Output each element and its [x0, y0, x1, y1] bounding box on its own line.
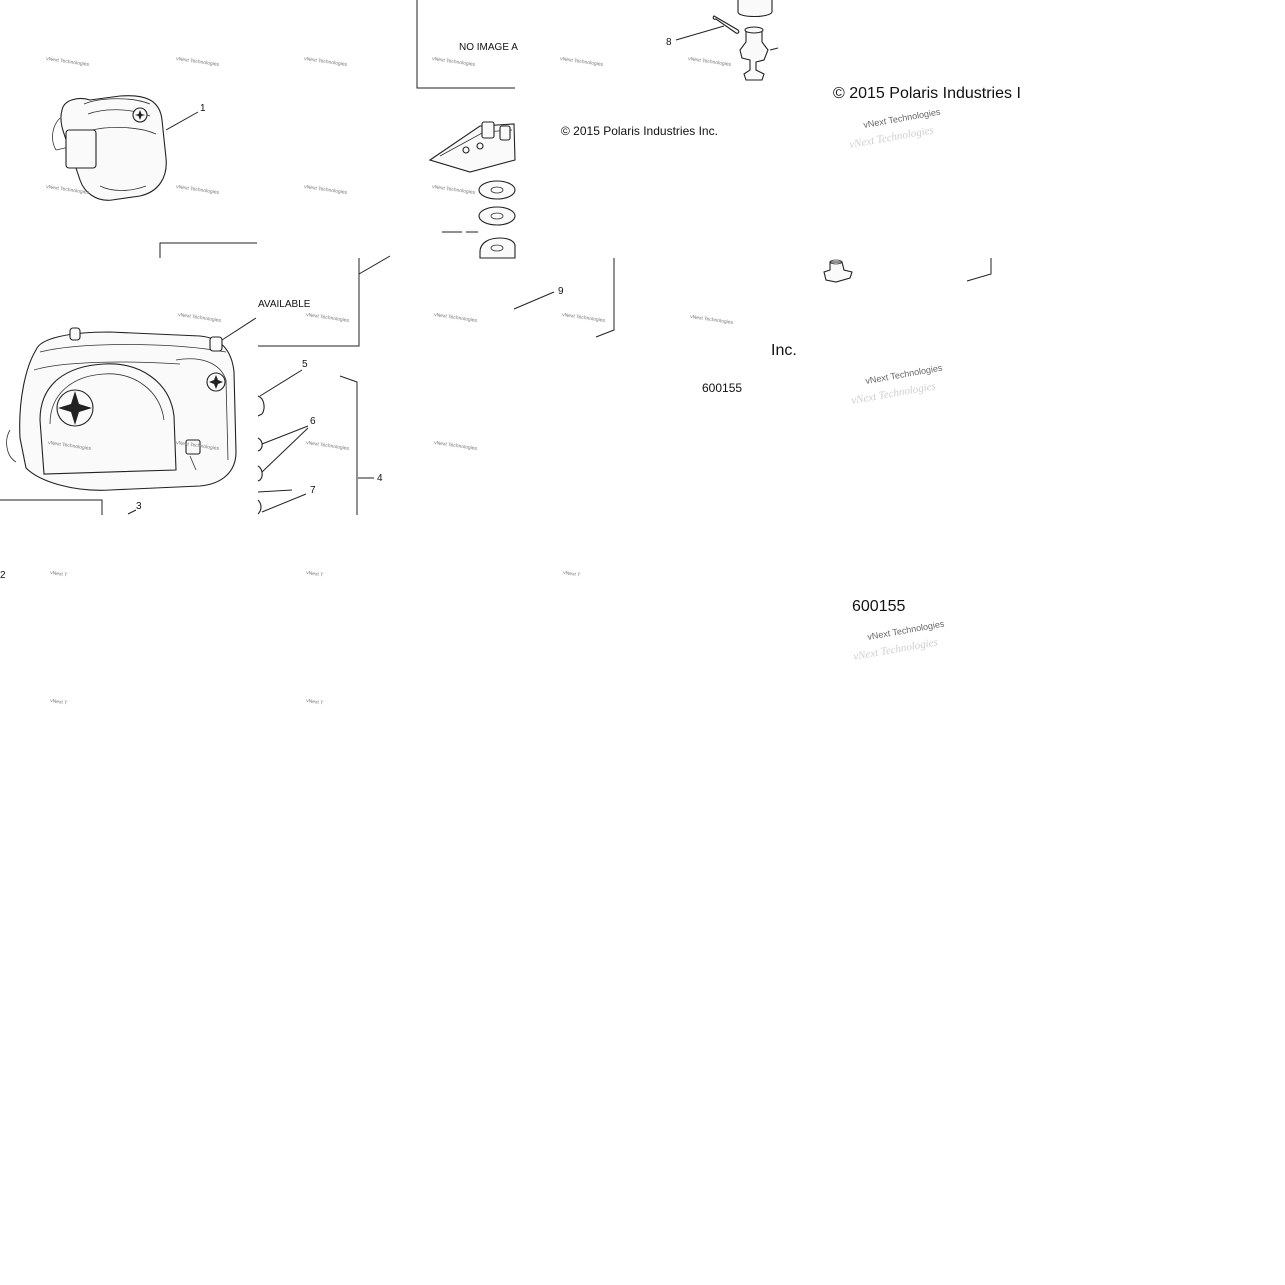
callout-8: 8 — [666, 37, 672, 48]
watermark: vNext Technologies — [304, 184, 348, 196]
watermark: vNext Technologies — [176, 184, 220, 196]
callout-7: 7 — [310, 485, 316, 496]
callout-numbers: 1 2 3 4 5 6 7 8 9 — [0, 37, 672, 581]
watermark: vNext Technologies — [432, 56, 476, 68]
copyright-main: © 2015 Polaris Industries Inc. — [561, 124, 718, 138]
copyright-partial-large: © 2015 Polaris Industries I — [833, 85, 1021, 102]
callout-2: 2 — [0, 570, 6, 581]
watermark-large-ghost: vNext Technologies — [852, 636, 938, 663]
diagram-number-large: 600155 — [852, 598, 905, 615]
watermark: vNext Technologies — [434, 440, 478, 452]
watermark: vNext Technologies — [688, 56, 732, 68]
watermark: vNext Technologies — [432, 184, 476, 196]
watermark-short: vNext T — [50, 698, 68, 706]
watermarks-large: vNext Technologies vNext Technologies vN… — [848, 107, 945, 663]
callout-6: 6 — [310, 416, 316, 427]
watermark-large-ghost: vNext Technologies — [850, 380, 936, 407]
part-9-mounting-plate — [358, 121, 555, 310]
watermark: vNext Technologies — [562, 312, 606, 324]
watermark-short: vNext T — [306, 698, 324, 706]
copyright-fragment: Inc. — [771, 342, 797, 359]
callout-1: 1 — [200, 103, 206, 114]
watermark: vNext Technologies — [690, 314, 734, 326]
part-1-small-bag — [52, 95, 199, 201]
watermark-short: vNext T — [563, 570, 581, 578]
watermark: vNext Technologies — [306, 440, 350, 452]
watermark: vNext Technologies — [560, 56, 604, 68]
frame-lines — [0, 0, 992, 515]
callout-5: 5 — [302, 359, 308, 370]
watermark-short: vNext T — [306, 570, 324, 578]
watermark: vNext Technologies — [176, 56, 220, 68]
part-5-6-7-hardware — [257, 369, 374, 515]
watermark-large-ghost: vNext Technologies — [848, 124, 934, 151]
watermark-short: vNext T — [50, 570, 68, 578]
diagram-number-small: 600155 — [702, 381, 742, 395]
watermark: vNext Technologies — [434, 312, 478, 324]
part-2-large-bag — [6, 317, 257, 515]
part-8-pin-knob — [675, 0, 779, 81]
callout-3: 3 — [136, 501, 142, 512]
watermark: vNext Technologies — [304, 56, 348, 68]
watermark: vNext Technologies — [306, 312, 350, 324]
labels: NO IMAGE A AVAILABLE © 2015 Polaris Indu… — [258, 42, 1021, 615]
clip-part — [823, 259, 853, 283]
callout-9: 9 — [558, 286, 564, 297]
watermark: vNext Technologies — [46, 56, 90, 68]
no-image-text-2: AVAILABLE — [258, 299, 311, 310]
no-image-text-1: NO IMAGE A — [459, 42, 518, 53]
callout-4: 4 — [377, 473, 383, 484]
watermark: vNext Technologies — [178, 312, 222, 324]
